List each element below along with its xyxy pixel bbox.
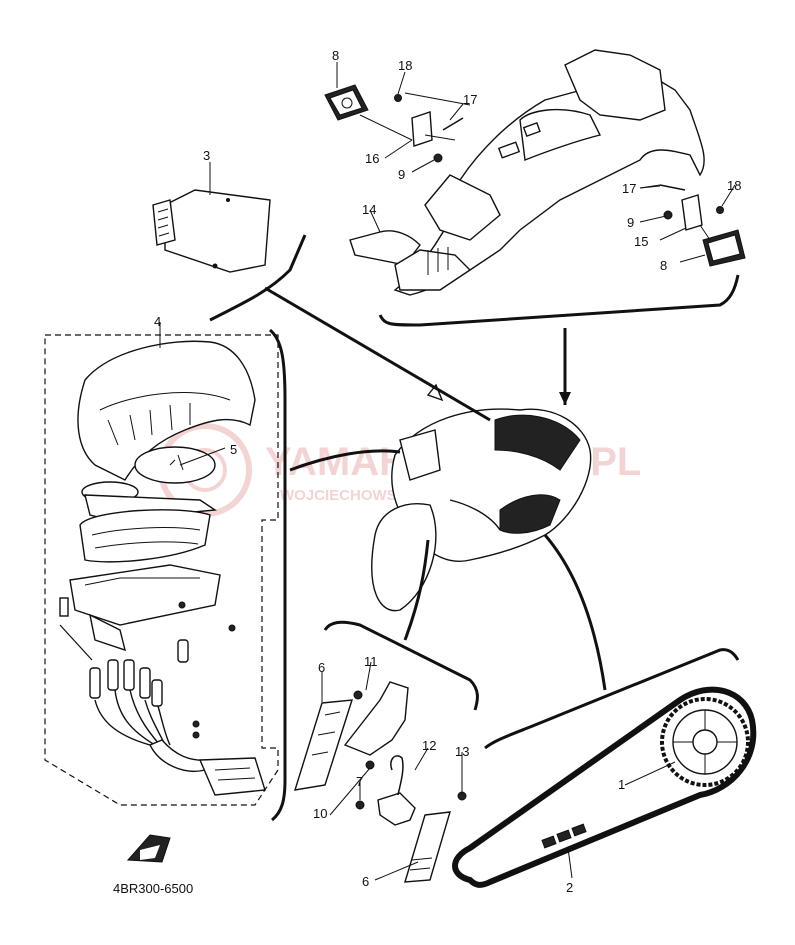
part-3-control-unit xyxy=(152,189,271,273)
callout-8-right: 8 xyxy=(660,258,667,273)
rear-fender xyxy=(349,49,705,296)
callout-14: 14 xyxy=(362,202,376,217)
callout-1: 1 xyxy=(618,777,625,792)
part-15-bracket xyxy=(681,194,703,231)
callout-9-top: 9 xyxy=(398,167,405,182)
leader-lines xyxy=(264,286,607,691)
drive-chain-and-sprocket xyxy=(452,686,757,888)
callout-18-top: 18 xyxy=(398,58,412,73)
callout-12: 12 xyxy=(422,738,436,753)
bulb-sockets xyxy=(89,639,189,707)
callout-3: 3 xyxy=(203,148,210,163)
pedal-brackets xyxy=(293,681,467,883)
callout-13: 13 xyxy=(455,744,469,759)
callout-6-top: 6 xyxy=(318,660,325,675)
callout-17-right: 17 xyxy=(622,181,636,196)
diagram-code: 4BR300-6500 xyxy=(113,881,193,896)
callout-9-right: 9 xyxy=(627,215,634,230)
callout-4: 4 xyxy=(154,314,161,329)
callout-6-bottom: 6 xyxy=(362,874,369,889)
callout-2: 2 xyxy=(566,880,573,895)
callout-11: 11 xyxy=(364,654,378,669)
callout-leaders xyxy=(159,62,736,881)
chain-joint-link xyxy=(541,823,587,849)
meter-assembly-frame xyxy=(44,328,287,822)
callout-17-top: 17 xyxy=(463,92,477,107)
motorcycle-illustration xyxy=(371,383,592,612)
part-16-bracket xyxy=(411,111,433,147)
callout-7: 7 xyxy=(356,774,363,789)
callout-8-top: 8 xyxy=(332,48,339,63)
part-8-reflector-right xyxy=(702,229,746,267)
callout-15: 15 xyxy=(634,234,648,249)
callout-16: 16 xyxy=(365,151,379,166)
callout-18-right: 18 xyxy=(727,178,741,193)
front-arrow-icon xyxy=(126,834,171,863)
callout-10: 10 xyxy=(313,806,327,821)
part-8-reflector-top xyxy=(324,84,369,121)
meter-assembly xyxy=(59,340,266,796)
callout-labels: 8 18 17 16 9 3 14 17 18 9 15 8 4 5 6 11 … xyxy=(154,48,741,895)
group-brackets xyxy=(209,234,740,750)
callout-5: 5 xyxy=(230,442,237,457)
